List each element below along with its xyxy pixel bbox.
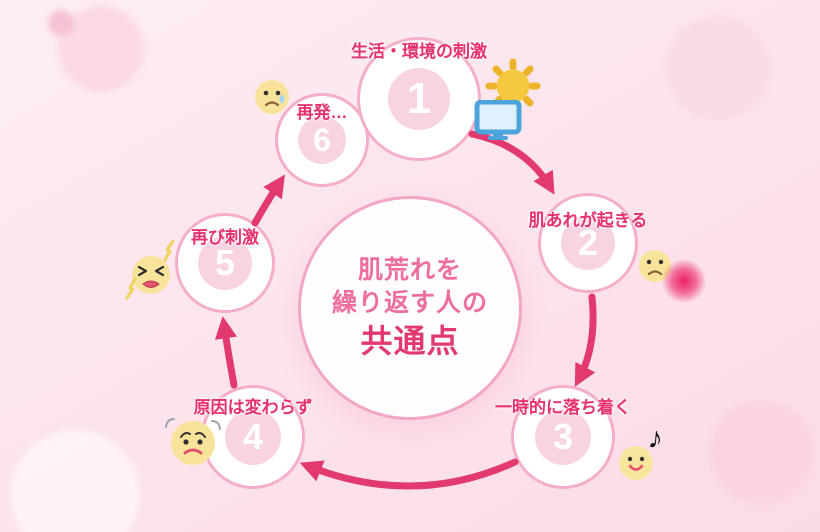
anger-spark-icon [125,277,137,300]
step-number-badge-5: 5 [198,236,252,290]
step-number-badge-3: 3 [535,409,591,465]
step-circle-6: 6 再発… [275,93,369,187]
center-title-line1: 肌荒れを [357,256,462,284]
arrow-step4-to-step5 [214,316,238,389]
sun-icon [485,58,541,114]
arrow-step3-to-step4 [299,458,519,490]
step-label-1: 生活・環境の刺激 [351,42,487,61]
step-circle-4: 4 原因は変わらず [194,385,312,489]
step-number-3: 3 [552,416,574,457]
step-circle-1: 1 生活・環境の刺激 [351,37,487,161]
step-number-badge-6: 6 [298,116,346,164]
center-circle: 肌荒れを 繰り返す人の 共通点 [298,196,522,420]
arrow-step2-to-step3 [574,293,597,387]
background-blob [10,430,140,532]
sweat-drop-icon [165,418,175,428]
step-circle-3: 3 一時的に落ち着く [495,385,631,489]
step-number-2: 2 [577,222,599,263]
step-number-badge-4: 4 [225,409,281,465]
arrow-step5-to-step6 [251,174,285,227]
step-number-1: 1 [406,74,432,123]
irritation-blush-glow [662,259,706,303]
music-note-icon: ♪ [646,421,665,456]
step-label-5: 再び刺激 [191,228,259,247]
step-label-3: 一時的に落ち着く [495,398,631,417]
step-label-4: 原因は変わらず [193,398,313,417]
step-circle-5: 5 再び刺激 [175,213,275,313]
step-label-6: 再発… [296,103,348,122]
step-number-6: 6 [313,121,331,158]
arrow-step1-to-step2 [468,130,555,195]
step-number-5: 5 [214,242,236,283]
center-title-line3: 共通点 [360,323,460,359]
step-number-4: 4 [242,416,264,457]
angry-face-icon [132,256,170,294]
step-circle-2: 2 肌あれが起きる [529,193,647,293]
background-blob [710,400,814,504]
monitor-icon [474,100,522,140]
background-blob [666,16,770,120]
step-label-2: 肌あれが起きる [528,211,648,230]
center-title-line2: 繰り返す人の [331,289,488,317]
step-number-badge-2: 2 [561,216,615,270]
background-blob [48,10,74,36]
step-number-badge-1: 1 [388,68,450,130]
